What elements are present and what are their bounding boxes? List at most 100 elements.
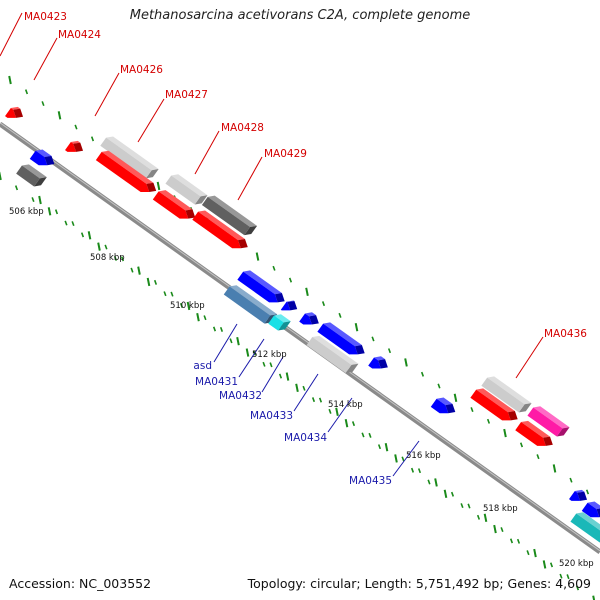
tick-mark <box>443 489 448 498</box>
feature-ma0429 <box>201 195 258 236</box>
tick-mark <box>377 444 382 450</box>
tick-mark <box>203 315 207 321</box>
tick-mark <box>533 548 537 558</box>
tick-mark <box>321 301 326 307</box>
tick-mark <box>130 267 134 273</box>
tick-mark <box>163 291 167 297</box>
leader-line <box>137 98 165 143</box>
leader-line <box>0 12 23 57</box>
tick-mark <box>31 197 35 203</box>
tick-mark <box>170 291 174 297</box>
tick-mark <box>255 252 260 261</box>
tick-mark <box>417 468 422 474</box>
gene-label: MA0433 <box>250 410 293 422</box>
tick-mark <box>318 397 323 403</box>
tick-mark <box>179 302 184 308</box>
tick-mark <box>384 442 389 452</box>
tick-mark <box>236 337 240 346</box>
tick-mark <box>592 595 596 600</box>
leader-line <box>94 72 120 117</box>
tick-mark <box>305 287 309 297</box>
tick-mark <box>54 209 59 215</box>
tick-mark <box>47 207 52 216</box>
tick-mark <box>394 454 398 463</box>
gene-label: MA0427 <box>165 89 208 101</box>
tick-mark <box>302 385 306 391</box>
genome-backbone-highlight <box>0 122 600 552</box>
tick-mark <box>229 338 233 344</box>
tick-mark <box>146 277 151 287</box>
tick-mark <box>575 585 580 591</box>
tick-mark <box>269 362 273 368</box>
feature-red-520 <box>515 420 553 446</box>
gene-labels: MA0423MA0424MA0426MA0427MA0428MA0429MA04… <box>24 11 587 487</box>
kbp-label: 514 kbp <box>328 400 363 410</box>
feature-ma0424 <box>65 140 84 152</box>
tick-mark <box>64 220 68 226</box>
feature-blue-520a <box>569 489 588 501</box>
gene-label: MA0434 <box>284 432 327 444</box>
leader-line <box>261 356 284 393</box>
tick-mark <box>460 503 464 509</box>
tick-mark <box>288 277 293 283</box>
tick-mark <box>467 503 471 509</box>
tick-mark <box>434 478 438 487</box>
tick-mark <box>120 256 125 262</box>
kbp-label: 510 kbp <box>170 301 205 311</box>
gene-features <box>5 106 600 543</box>
tick-mark <box>0 171 2 181</box>
tick-mark <box>186 301 191 311</box>
tick-mark <box>420 371 425 377</box>
tick-mark <box>354 322 359 332</box>
tick-mark <box>80 232 85 238</box>
genome-summary-text: Topology: circular; Length: 5,751,492 bp… <box>247 576 591 591</box>
tick-mark <box>262 361 266 367</box>
tick-mark <box>404 358 408 367</box>
leader-line <box>33 37 58 81</box>
tick-mark <box>509 538 514 544</box>
tick-mark <box>566 574 570 580</box>
accession-text: Accession: NC_003552 <box>9 576 152 591</box>
tick-mark <box>338 312 342 318</box>
leader-line <box>213 323 238 363</box>
kbp-label: 520 kbp <box>559 559 594 569</box>
tick-mark <box>536 454 540 460</box>
tick-mark <box>401 456 405 462</box>
leader-line <box>515 336 544 379</box>
leader-line <box>237 156 263 201</box>
feature-ma0434-small <box>368 356 388 369</box>
tick-mark <box>8 75 12 85</box>
tick-mark <box>285 372 290 381</box>
label-leaders <box>0 12 544 477</box>
gene-label: MA0432 <box>219 390 262 402</box>
map-title: Methanosarcina acetivorans C2A, complete… <box>129 8 471 23</box>
tick-mark <box>437 383 441 389</box>
tick-mark <box>500 527 504 533</box>
feature-magenta <box>527 406 570 437</box>
tick-mark <box>387 348 392 354</box>
genome-backbone <box>0 121 600 555</box>
tick-mark <box>427 479 431 485</box>
tick-mark <box>71 221 75 227</box>
gene-label: MA0426 <box>120 64 163 76</box>
feature-ma0426-strand <box>95 150 157 193</box>
feature-gray-506 <box>16 164 47 187</box>
tick-mark <box>87 231 92 240</box>
tick-mark <box>368 432 372 438</box>
tick-mark <box>245 348 250 357</box>
tick-mark <box>335 407 339 417</box>
gene-label: MA0431 <box>195 376 238 388</box>
tick-mark <box>351 421 356 427</box>
tick-mark <box>503 428 507 438</box>
tick-mark <box>371 336 375 342</box>
tick-mark <box>24 89 29 95</box>
tick-mark <box>328 408 332 414</box>
gene-label: MA0428 <box>221 122 264 134</box>
kbp-label: 508 kbp <box>90 253 125 263</box>
tick-mark <box>90 136 95 142</box>
tick-mark <box>219 326 224 332</box>
tick-mark <box>450 491 455 497</box>
leader-line <box>238 338 265 378</box>
feature-ma0428 <box>152 190 196 219</box>
